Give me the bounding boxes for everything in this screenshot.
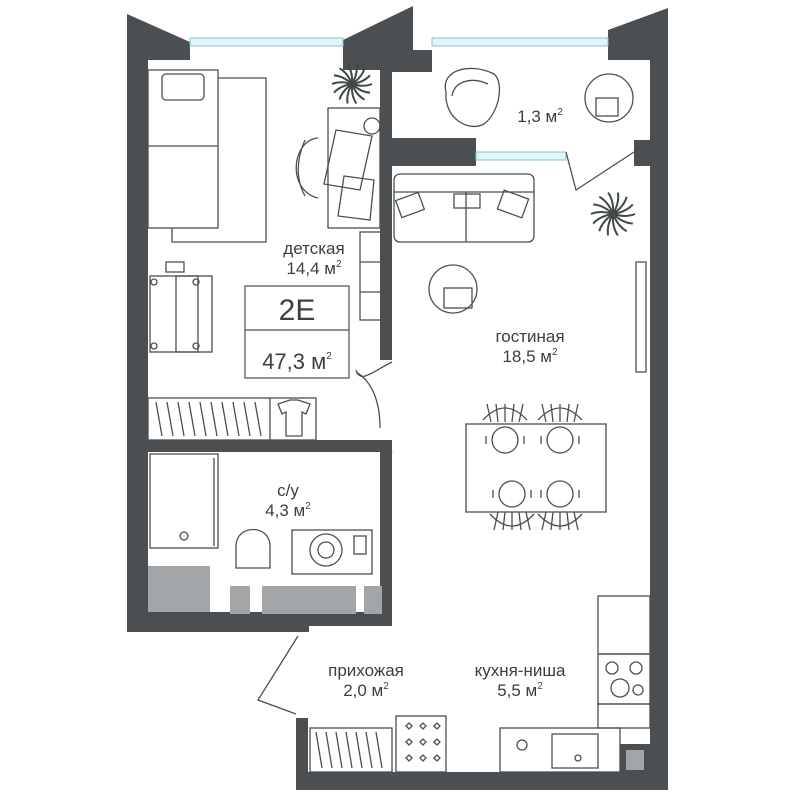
coffee-table (584, 73, 634, 123)
apartment-badge: 2E 47,3 м2 (244, 285, 350, 379)
bed (147, 69, 219, 229)
pillow-icon (161, 73, 205, 101)
room-area-kitchen: 5,5 м2 (497, 681, 543, 700)
room-name-kitchen: кухня-ниша (475, 661, 566, 680)
cushion-icon (496, 189, 530, 219)
room-area-bath: 4,3 м2 (265, 501, 311, 520)
kitchen-fixtures (499, 595, 651, 773)
shelf (359, 231, 383, 321)
shaft-2 (262, 586, 356, 614)
hangers (315, 731, 383, 769)
wall-bath-bottom-2 (222, 612, 392, 626)
apartment-total-area: 47,3 м2 (262, 349, 332, 374)
sofa (393, 173, 535, 243)
shaft-left (148, 566, 210, 612)
chair-icon (295, 137, 319, 199)
shaft-1 (230, 586, 250, 614)
apartment-code: 2E (279, 294, 316, 327)
door-entrance (257, 635, 299, 715)
wall-kids-bath (148, 440, 392, 452)
side-table (428, 264, 478, 314)
dining-table (465, 423, 607, 513)
room-area-kids: 14,4 м2 (286, 259, 342, 278)
balcony-furniture (444, 67, 635, 192)
hall-wardrobe (309, 727, 393, 773)
wall-top-left (148, 42, 190, 60)
sink-cabinet (291, 529, 373, 575)
washing-machine-icon (353, 535, 367, 555)
hall-furniture (309, 715, 447, 773)
shaft-kitchen (626, 750, 644, 770)
room-name-hall: прихожая (328, 661, 404, 680)
door-kids (355, 361, 393, 377)
doors (257, 361, 393, 715)
room-name-bath: с/у (277, 481, 299, 500)
door-bath (380, 451, 393, 517)
room-area-hall: 2,0 м2 (343, 681, 389, 700)
balcony-door (565, 151, 635, 192)
living-furniture (393, 173, 647, 531)
bath-fixtures (149, 453, 373, 575)
wall-top-mid (343, 6, 432, 70)
window-living (475, 151, 567, 161)
toilet-icon (235, 529, 271, 569)
wall-kids-living (380, 60, 392, 360)
sink-icon (309, 533, 343, 567)
badge-frame (244, 285, 350, 379)
plant-icon (331, 63, 373, 105)
room-name-kids: детская (283, 239, 344, 258)
plant-icon (590, 191, 636, 237)
wall-bottom (296, 772, 668, 790)
wall-pier-top (380, 60, 432, 72)
wall-balcony-bottom (380, 138, 476, 166)
dining-chairs (482, 403, 583, 531)
hangers (155, 401, 262, 437)
room-area-living: 18,5 м2 (502, 347, 558, 366)
window-balcony (431, 37, 609, 47)
wall-right (608, 8, 668, 790)
kitchen-counter (499, 727, 621, 773)
wardrobe (147, 397, 317, 441)
room-name-living: гостиная (495, 327, 564, 346)
window-kids (189, 37, 344, 47)
wall-bath-right-top (380, 452, 392, 518)
room-area-balcony: 1,3 м2 (517, 107, 563, 126)
fridge (597, 595, 651, 655)
utility-blocks (148, 566, 644, 770)
tshirt-icon (277, 399, 311, 437)
wall-bottom-left (296, 718, 308, 790)
wall-left (127, 14, 190, 632)
shaft-3 (364, 586, 382, 614)
armchair-icon (444, 67, 501, 128)
shoe-rack (395, 715, 447, 773)
wall-bath-right (380, 518, 392, 626)
tv-icon (635, 261, 647, 373)
dumbbell-icon (165, 261, 185, 273)
kids-furniture (147, 63, 383, 441)
lamp-icon (363, 117, 381, 135)
room-labels: детская 14,4 м2 1,3 м2 гостиная 18,5 м2 … (265, 107, 566, 700)
windows (189, 37, 609, 161)
shower (149, 453, 219, 549)
kitchen-sink-icon (551, 733, 599, 769)
desk (327, 107, 381, 229)
toy-rack (149, 275, 213, 353)
cushion-icon (394, 191, 426, 219)
cushion-icon (453, 193, 481, 209)
counter (597, 703, 651, 729)
